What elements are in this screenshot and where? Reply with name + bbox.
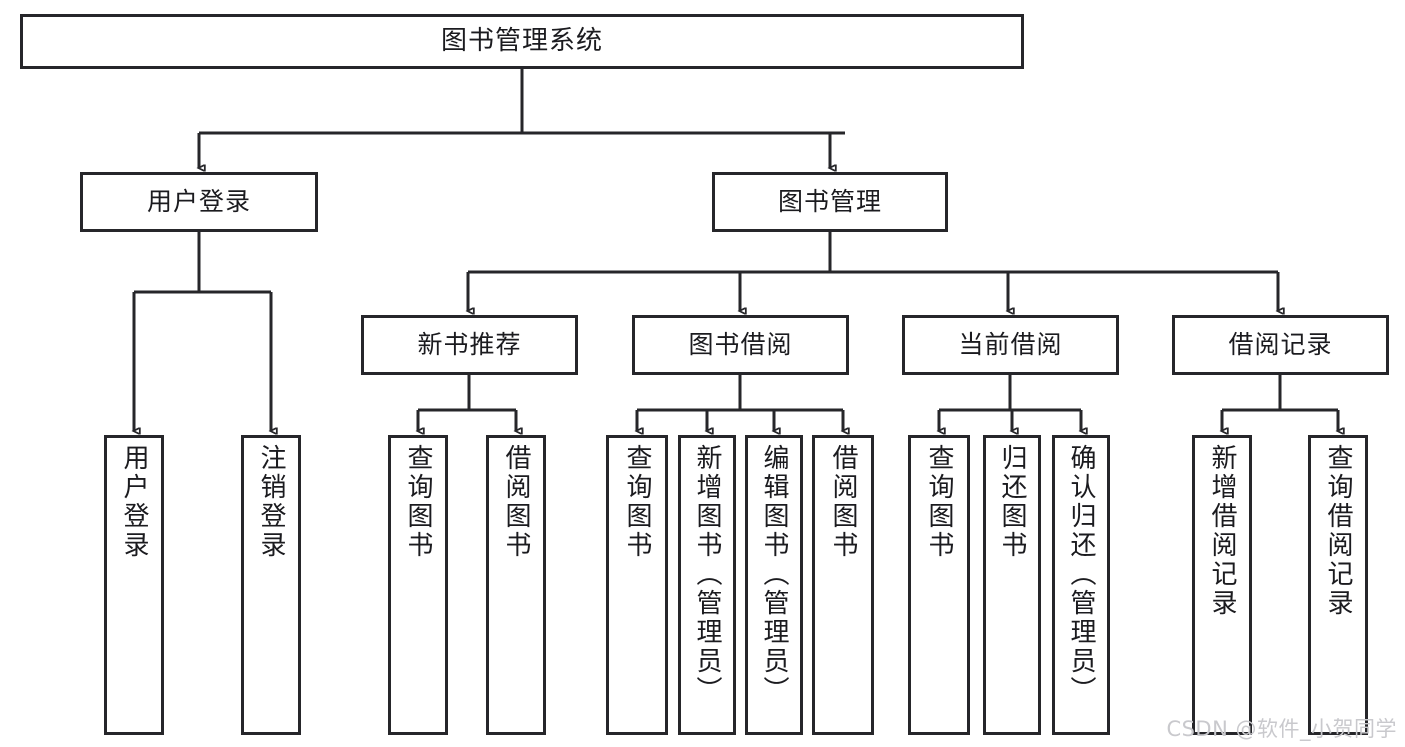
node-borrow-record[interactable]: 借阅记录: [1172, 315, 1389, 375]
node-leaf-return-book[interactable]: 归还图书: [983, 435, 1041, 735]
node-leaf-edit-book-admin[interactable]: 编辑图书（管理员）: [745, 435, 803, 735]
node-leaf-borrow-book-2-label: 借阅图书: [828, 444, 858, 560]
edge-root-to-level2: [199, 69, 845, 168]
node-leaf-query-book-1[interactable]: 查询图书: [388, 435, 448, 735]
node-leaf-query-book-2-label: 查询图书: [622, 444, 652, 560]
node-user-login-label: 用户登录: [146, 187, 251, 217]
node-leaf-query-borrow-record-label: 查询借阅记录: [1323, 444, 1353, 618]
edge-book-management-to-level3: [468, 232, 1278, 311]
node-leaf-query-book-3-label: 查询图书: [924, 444, 954, 560]
node-root-label: 图书管理系统: [440, 26, 603, 57]
edge-new-book-recommend-to-leaves: [418, 375, 516, 431]
node-leaf-confirm-return-label: 确认归还（管理员）: [1066, 444, 1096, 705]
node-leaf-query-book-2[interactable]: 查询图书: [606, 435, 668, 735]
node-current-borrow[interactable]: 当前借阅: [902, 315, 1119, 375]
node-leaf-add-borrow-record[interactable]: 新增借阅记录: [1192, 435, 1252, 735]
edge-user-login-to-leaves: [134, 232, 271, 431]
node-new-book-recommend-label: 新书推荐: [417, 330, 522, 360]
node-leaf-edit-book-admin-label: 编辑图书（管理员）: [759, 444, 789, 705]
node-leaf-query-book-1-label: 查询图书: [403, 444, 433, 560]
node-leaf-add-borrow-record-label: 新增借阅记录: [1207, 444, 1237, 618]
node-current-borrow-label: 当前借阅: [958, 330, 1063, 360]
node-book-borrow-label: 图书借阅: [688, 330, 793, 360]
edge-borrow-record-to-leaves: [1222, 375, 1338, 431]
node-leaf-user-logout-label: 注销登录: [256, 444, 286, 560]
edge-book-borrow-to-leaves: [637, 375, 843, 431]
node-book-management-label: 图书管理: [777, 187, 882, 217]
node-leaf-add-book-admin[interactable]: 新增图书（管理员）: [678, 435, 736, 735]
node-leaf-confirm-return[interactable]: 确认归还（管理员）: [1052, 435, 1110, 735]
node-leaf-user-login-label: 用户登录: [119, 444, 149, 560]
node-leaf-query-book-3[interactable]: 查询图书: [908, 435, 970, 735]
node-leaf-borrow-book-1[interactable]: 借阅图书: [486, 435, 546, 735]
node-root[interactable]: 图书管理系统: [20, 14, 1024, 69]
node-leaf-user-login[interactable]: 用户登录: [104, 435, 164, 735]
node-leaf-return-book-label: 归还图书: [997, 444, 1027, 560]
node-book-borrow[interactable]: 图书借阅: [632, 315, 849, 375]
node-user-login[interactable]: 用户登录: [80, 172, 318, 232]
node-borrow-record-label: 借阅记录: [1228, 330, 1333, 360]
node-new-book-recommend[interactable]: 新书推荐: [361, 315, 578, 375]
edge-current-borrow-to-leaves: [939, 375, 1081, 431]
node-leaf-add-book-admin-label: 新增图书（管理员）: [692, 444, 722, 705]
node-leaf-user-logout[interactable]: 注销登录: [241, 435, 301, 735]
watermark: CSDN @软件_小贺同学: [1166, 717, 1397, 741]
node-book-management[interactable]: 图书管理: [712, 172, 948, 232]
node-leaf-query-borrow-record[interactable]: 查询借阅记录: [1308, 435, 1368, 735]
node-leaf-borrow-book-1-label: 借阅图书: [501, 444, 531, 560]
node-leaf-borrow-book-2[interactable]: 借阅图书: [812, 435, 874, 735]
